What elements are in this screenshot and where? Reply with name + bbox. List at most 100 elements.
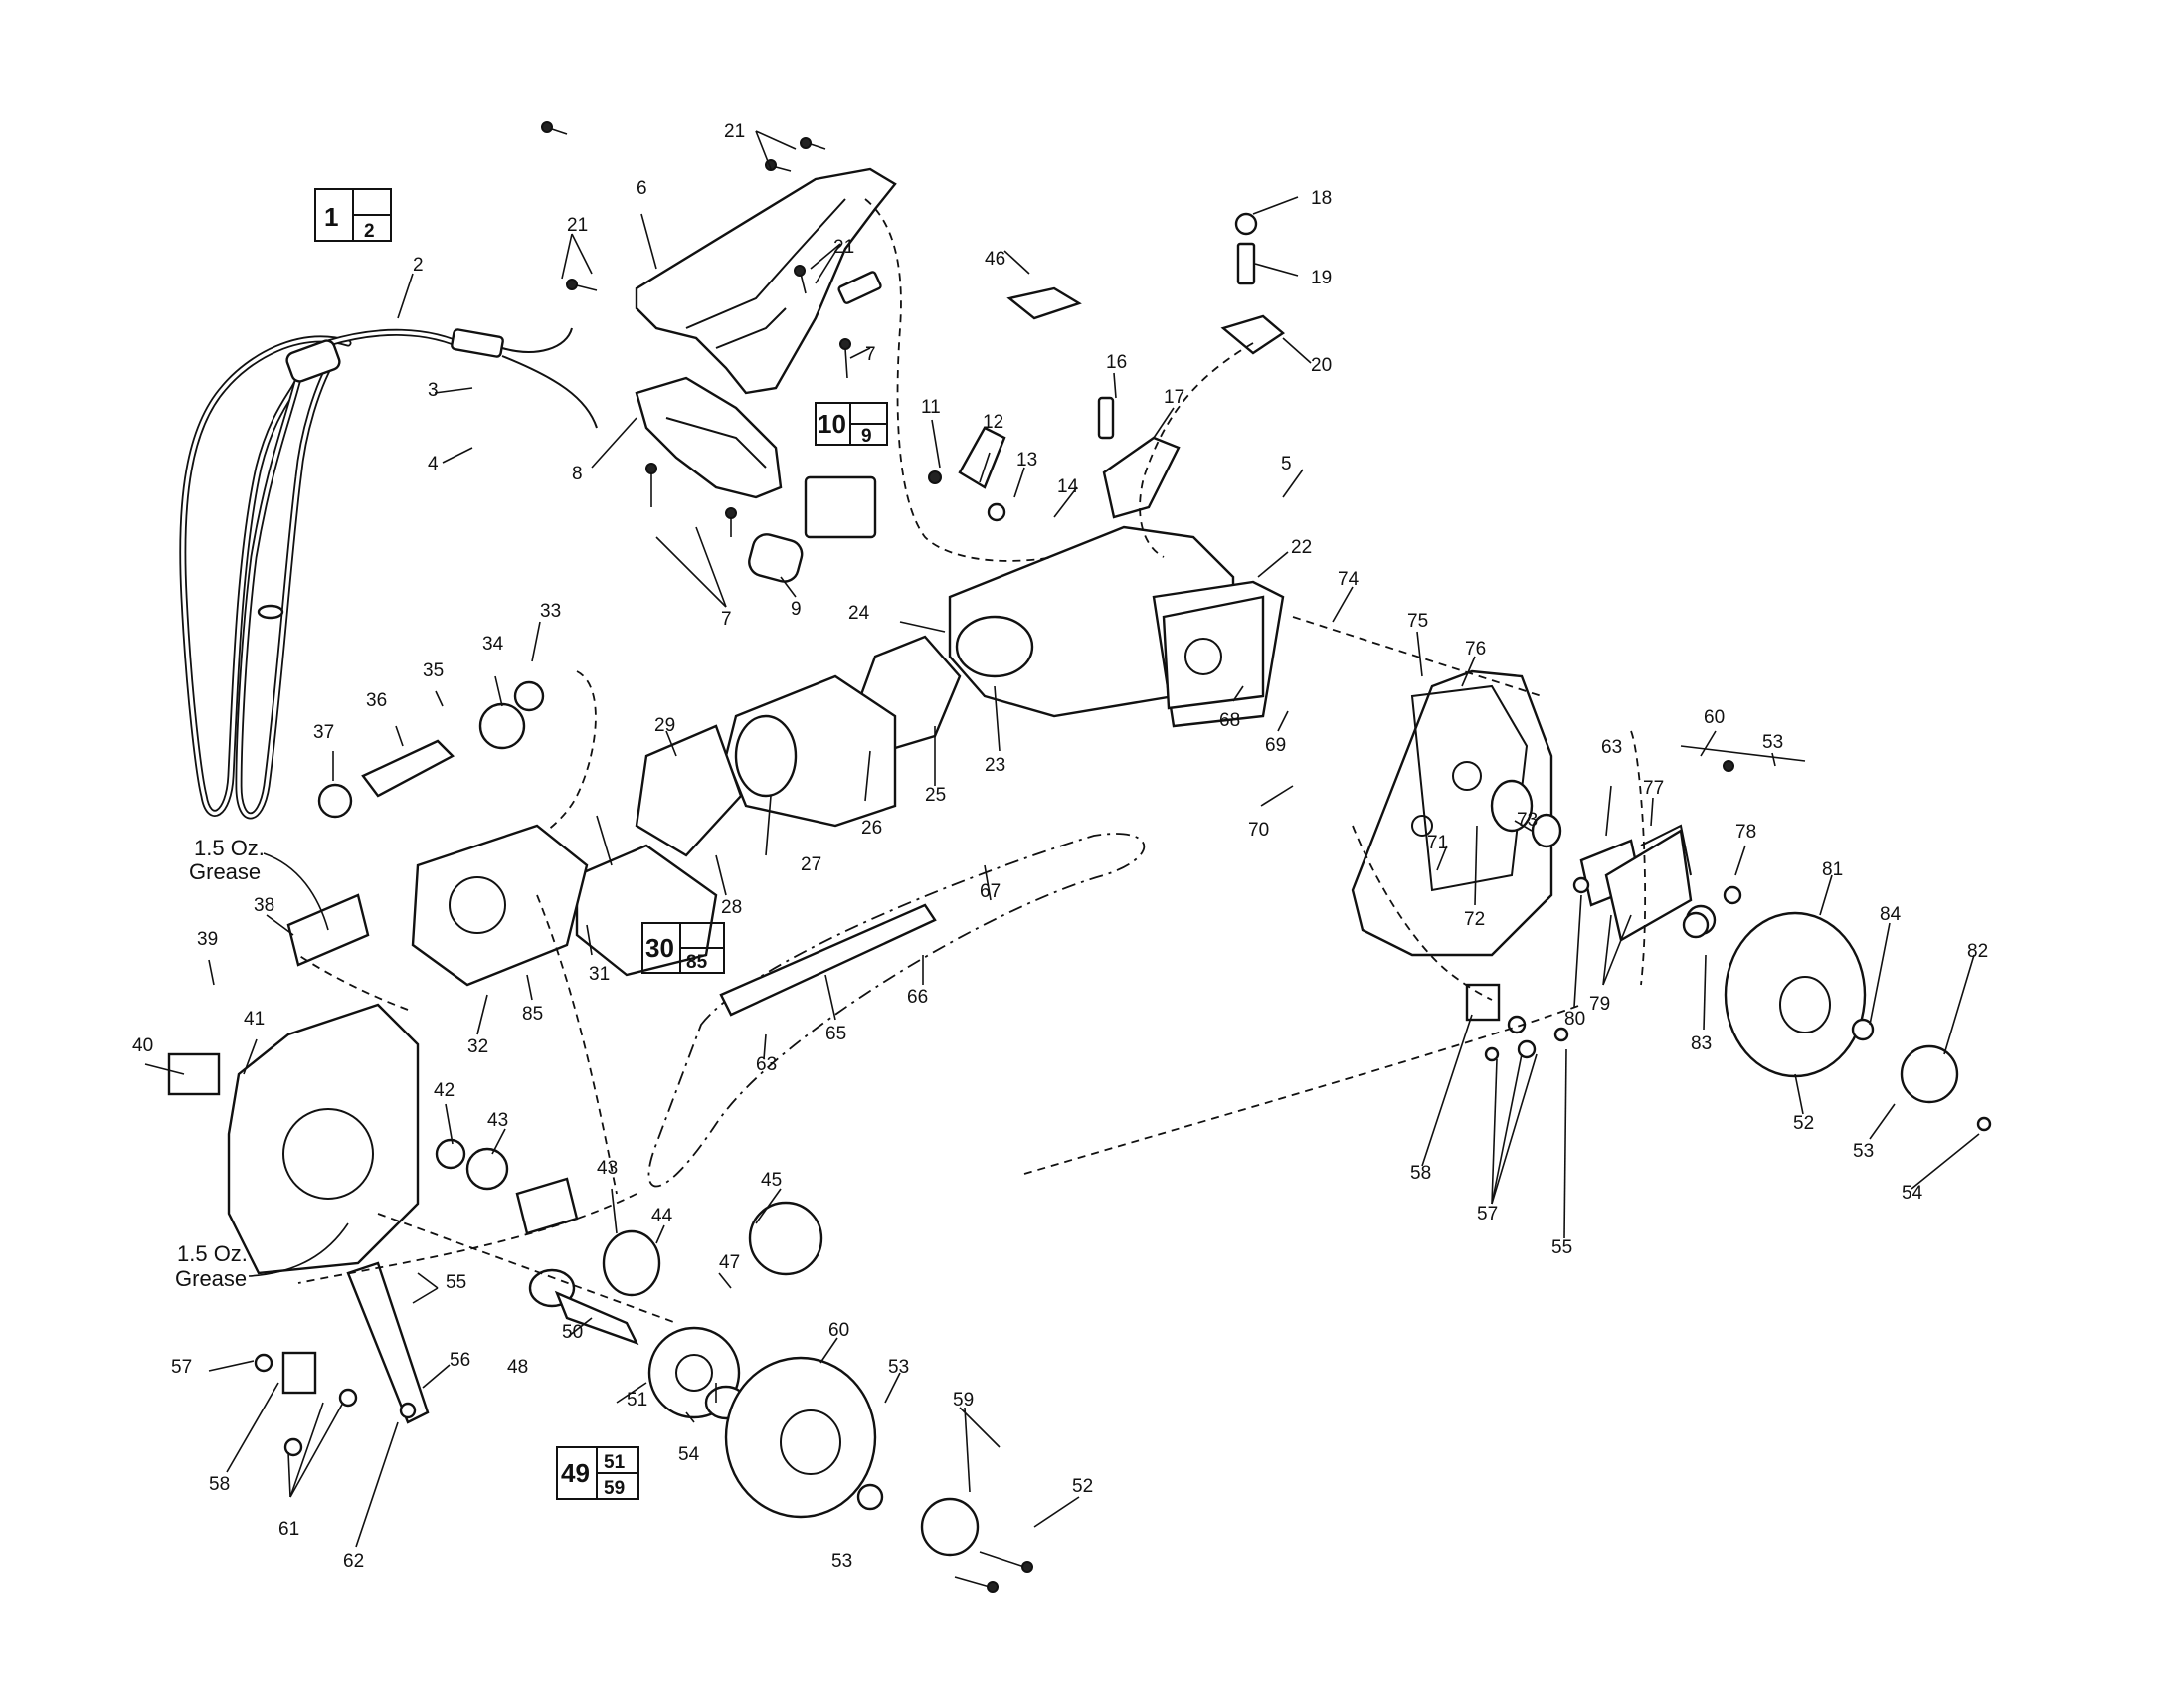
callout-label: 6 (637, 178, 647, 199)
callout-label: 21 (567, 215, 588, 236)
callout-label: 78 (1735, 822, 1756, 843)
callout-label: 80 (1564, 1009, 1585, 1030)
callout-label: 66 (907, 987, 928, 1008)
callout-label: 21 (833, 237, 854, 258)
belt-area (647, 833, 1146, 1188)
callout-label: 44 (651, 1206, 673, 1226)
note-line: 1.5 Oz. (177, 1241, 248, 1266)
callout-label: 58 (209, 1474, 230, 1495)
wheel-right (1682, 911, 1992, 1132)
callout-label: 63 (756, 1054, 777, 1075)
callout-label: 47 (719, 1252, 740, 1273)
callout-label: 52 (1793, 1113, 1814, 1134)
callout-label: 76 (1465, 639, 1486, 659)
callout-label: 68 (1219, 710, 1240, 731)
callout-label: 34 (482, 634, 504, 655)
callout-label: 77 (1643, 778, 1664, 799)
kit-main-number: 30 (645, 933, 674, 963)
callout-labels: 21 6 21 21 2 3 4 8 7 7 9 46 18 19 20 16 … (132, 121, 1988, 1572)
callout-label: 72 (1464, 909, 1485, 930)
handle-assembly (635, 167, 897, 499)
kit-sub-number: 59 (604, 1478, 625, 1499)
callout-label: 37 (313, 722, 334, 743)
kit-sub-number: 85 (686, 952, 708, 973)
callout-label: 22 (1291, 537, 1312, 558)
callout-label: 85 (522, 1004, 543, 1025)
callout-label: 58 (1410, 1163, 1431, 1184)
kit-sub-number: 9 (861, 426, 872, 447)
callout-label: 40 (132, 1035, 153, 1056)
callout-label: 9 (791, 599, 802, 620)
callout-label: 45 (761, 1170, 782, 1191)
callout-label: 29 (654, 715, 675, 736)
callout-label: 74 (1338, 569, 1360, 590)
callout-label: 25 (925, 785, 946, 806)
callout-label: 56 (450, 1350, 470, 1371)
callout-label: 71 (1427, 833, 1448, 853)
callout-label: 17 (1164, 387, 1184, 408)
kit-sub-number: 51 (604, 1452, 626, 1473)
callout-label: 18 (1311, 188, 1332, 209)
kit-main-number: 49 (561, 1458, 590, 1488)
assembly-lines (297, 198, 1647, 1324)
left-gear-parts (317, 670, 597, 858)
callout-label: 83 (1691, 1033, 1712, 1054)
callout-label: 20 (1311, 355, 1332, 376)
grease-note-top: 1.5 Oz. Grease (189, 836, 329, 931)
callout-label: 24 (848, 603, 870, 624)
callout-label: 16 (1106, 352, 1127, 373)
callout-label: 2 (413, 255, 424, 276)
brush-bracket-left (254, 1261, 430, 1457)
callout-label: 4 (428, 454, 439, 474)
callout-label: 19 (1311, 268, 1332, 288)
callout-label: 21 (724, 121, 745, 142)
callout-label: 60 (1704, 707, 1725, 728)
callout-label: 5 (1281, 454, 1292, 474)
callout-label: 13 (1016, 450, 1037, 470)
callout-label: 65 (825, 1024, 846, 1044)
motor-housing (948, 525, 1285, 728)
callout-label: 43 (597, 1158, 618, 1179)
callout-label: 35 (423, 660, 444, 681)
callout-label: 39 (197, 929, 218, 950)
callout-label: 53 (831, 1551, 852, 1572)
kit-box-1: 1 2 (314, 188, 392, 242)
callout-label: 11 (921, 397, 941, 418)
note-line: Grease (175, 1266, 247, 1291)
callout-label: 54 (1902, 1183, 1923, 1204)
callout-label: 79 (1589, 994, 1610, 1015)
callout-label: 3 (428, 380, 439, 401)
callout-label: 12 (983, 412, 1003, 433)
callout-label: 61 (278, 1519, 299, 1540)
callout-label: 32 (467, 1036, 488, 1057)
callout-label: 59 (953, 1390, 974, 1410)
kit-main-number: 10 (818, 409, 846, 439)
callout-label: 31 (589, 964, 610, 985)
callout-label: 55 (446, 1272, 466, 1293)
callout-label: 53 (888, 1357, 909, 1378)
callout-label: 48 (507, 1357, 528, 1378)
callout-label: 57 (171, 1357, 192, 1378)
callout-label: 38 (254, 895, 274, 916)
callout-label: 52 (1072, 1476, 1093, 1497)
kit-main-number: 1 (324, 202, 338, 232)
callout-label: 41 (244, 1009, 265, 1030)
callout-label: 53 (1762, 732, 1783, 753)
callout-label: 82 (1967, 941, 1988, 962)
grease-note-bottom: 1.5 Oz. Grease (175, 1222, 349, 1291)
note-line: 1.5 Oz. (194, 836, 265, 860)
wheel-left (724, 1356, 1033, 1593)
note-line: Grease (189, 859, 261, 884)
callout-label: 55 (1551, 1237, 1572, 1258)
callout-label: 23 (985, 755, 1005, 776)
callout-label: 43 (487, 1110, 508, 1131)
callout-label: 28 (721, 897, 742, 918)
callout-label: 63 (1601, 737, 1622, 758)
callout-label: 57 (1477, 1204, 1498, 1224)
callout-label: 84 (1880, 904, 1902, 925)
callout-label: 73 (1517, 810, 1538, 831)
handle-screws (541, 121, 851, 537)
callout-label: 33 (540, 601, 561, 622)
callout-label: 8 (572, 464, 583, 484)
callout-label: 81 (1822, 859, 1843, 880)
